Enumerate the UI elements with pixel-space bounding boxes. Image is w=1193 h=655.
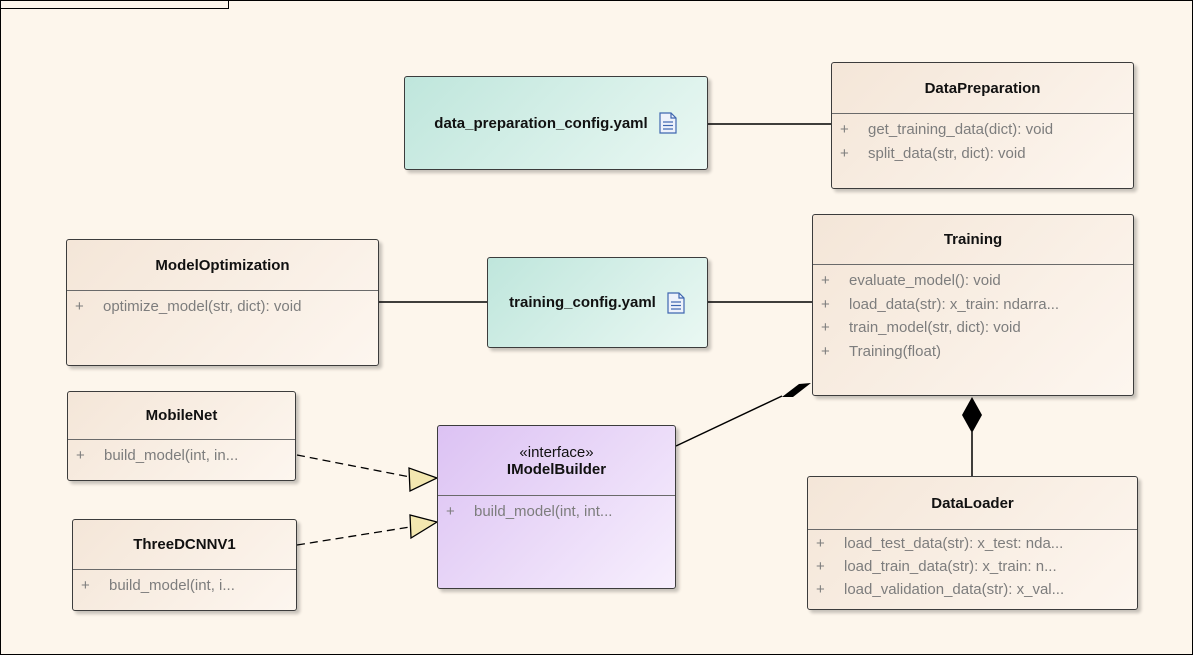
operation[interactable]: +build_model(int, i... <box>81 577 235 594</box>
operation[interactable]: +Training(float) <box>821 342 941 360</box>
class-header: Training <box>813 215 1133 265</box>
composition-training-imodelbuilder[interactable] <box>675 395 783 447</box>
operations-compartment: +evaluate_model(): void +load_data(str):… <box>813 265 1133 363</box>
realization-threedcnn-imodelbuilder[interactable] <box>296 526 411 546</box>
operations-compartment: +build_model(int, in... <box>68 440 295 468</box>
artifact-data-preparation-config[interactable]: data_preparation_config.yaml <box>404 76 708 170</box>
operation[interactable]: +optimize_model(str, dict): void <box>75 298 302 315</box>
operations-compartment: +build_model(int, i... <box>73 570 296 598</box>
diagram-frame-tab <box>0 0 229 9</box>
composition-diamond-training-imodelbuilder <box>782 383 811 397</box>
operations-compartment: +build_model(int, int... <box>438 496 675 524</box>
operation[interactable]: +load_train_data(str): x_train: n... <box>816 558 1057 575</box>
operation[interactable]: +train_model(str, dict): void <box>821 319 1021 336</box>
class-dataloader[interactable]: DataLoader +load_test_data(str): x_test:… <box>807 476 1138 610</box>
operation[interactable]: +get_training_data(dict): void <box>840 121 1054 138</box>
class-name: ModelOptimization <box>155 256 290 274</box>
class-header: MobileNet <box>68 392 295 440</box>
class-name: ThreeDCNNV1 <box>133 536 236 553</box>
operation[interactable]: +build_model(int, in... <box>76 447 239 464</box>
class-header: ModelOptimization <box>67 240 378 291</box>
stereotype-label: «interface» <box>519 443 594 461</box>
class-name: DataPreparation <box>924 79 1041 97</box>
document-icon <box>659 112 677 134</box>
class-header: DataLoader <box>808 477 1137 530</box>
class-training[interactable]: Training +evaluate_model(): void +load_d… <box>812 214 1134 396</box>
artifact-training-config[interactable]: training_config.yaml <box>487 257 708 348</box>
operation[interactable]: +evaluate_model(): void <box>821 272 1001 289</box>
operations-compartment: +load_test_data(str): x_test: nda... +lo… <box>808 530 1137 601</box>
class-header: DataPreparation <box>832 63 1133 114</box>
operation[interactable]: +build_model(int, int... <box>446 503 613 520</box>
artifact-name: training_config.yaml <box>509 294 656 311</box>
operations-compartment: +get_training_data(dict): void +split_da… <box>832 114 1133 165</box>
artifact-name: data_preparation_config.yaml <box>434 114 648 132</box>
interface-header: «interface» IModelBuilder <box>438 426 675 496</box>
class-name: IModelBuilder <box>506 460 607 478</box>
class-modeloptimization[interactable]: ModelOptimization +optimize_model(str, d… <box>66 239 379 366</box>
interface-imodelbuilder[interactable]: «interface» IModelBuilder +build_model(i… <box>437 425 676 589</box>
class-name: DataLoader <box>931 494 1014 512</box>
class-name: Training <box>943 231 1003 248</box>
realization-arrowhead-mobilenet <box>408 467 439 493</box>
composition-diamond-training-dataloader <box>962 397 982 433</box>
operations-compartment: +optimize_model(str, dict): void <box>67 291 378 319</box>
realization-mobilenet-imodelbuilder[interactable] <box>296 454 411 478</box>
realization-arrowhead-threedcnn <box>409 514 439 540</box>
operation[interactable]: +split_data(str, dict): void <box>840 144 1026 162</box>
class-threedcnnv1[interactable]: ThreeDCNNV1 +build_model(int, i... <box>72 519 297 611</box>
document-icon <box>667 291 685 314</box>
operation[interactable]: +load_validation_data(str): x_val... <box>816 581 1065 598</box>
operation[interactable]: +load_test_data(str): x_test: nda... <box>816 535 1064 552</box>
class-mobilenet[interactable]: MobileNet +build_model(int, in... <box>67 391 296 481</box>
class-header: ThreeDCNNV1 <box>73 520 296 570</box>
class-name: MobileNet <box>145 407 218 424</box>
class-datapreparation[interactable]: DataPreparation +get_training_data(dict)… <box>831 62 1134 189</box>
operation[interactable]: +load_data(str): x_train: ndarra... <box>821 295 1060 313</box>
